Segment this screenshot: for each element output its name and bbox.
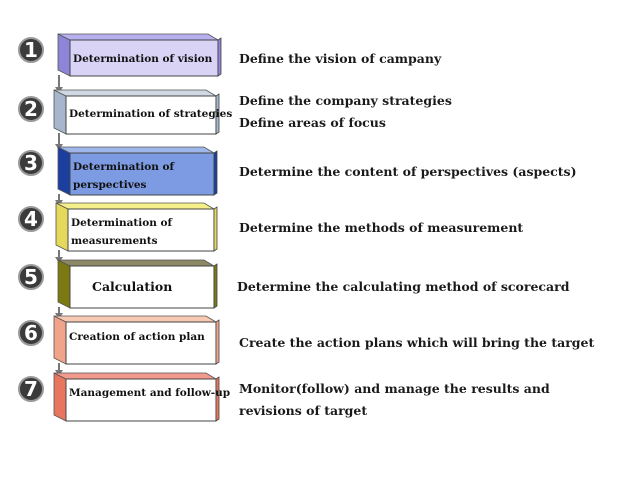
step-number-2: 2 (24, 97, 38, 121)
step-number-badge-7 (18, 376, 44, 402)
step-number-3: 3 (24, 151, 38, 175)
description-line: Create the action plans which will bring… (239, 335, 595, 350)
step-number-6: 6 (24, 321, 38, 345)
step-box-top-7 (53, 372, 218, 380)
step-label-5: Calculation (92, 279, 173, 294)
step-box-side-7 (53, 372, 67, 422)
step-number-badge-2 (18, 96, 44, 122)
step-number-1: 1 (24, 38, 38, 62)
step-description-3: Determine the content of perspectives (a… (239, 161, 634, 183)
step-box-side-2 (53, 89, 67, 135)
description-line: Monitor(follow) and manage the results a… (239, 381, 550, 418)
step-description-7: Monitor(follow) and manage the results a… (239, 378, 604, 422)
step-box-side-4 (55, 202, 69, 252)
step-number-7: 7 (24, 377, 38, 401)
step-description-4: Determine the methods of measurement (239, 217, 634, 239)
step-number-badge-1 (18, 37, 44, 63)
step-box-edge-2 (215, 93, 220, 135)
step-description-6: Create the action plans which will bring… (239, 332, 634, 354)
step-description-5: Determine the calculating method of scor… (237, 276, 632, 298)
step-label-7: Management and follow-up (69, 387, 231, 399)
step-box-edge-1 (217, 37, 222, 77)
step-box-top-1 (57, 33, 220, 41)
description-line: Determine the methods of measurement (239, 220, 524, 235)
description-line: Define areas of focus (239, 115, 386, 130)
step-box-top-2 (53, 89, 218, 97)
step-box-edge-3 (213, 150, 218, 196)
step-box-7 (65, 378, 217, 422)
description-line: Define the vision of campany (239, 51, 442, 66)
step-description-1: Define the vision of campany (239, 48, 634, 70)
step-box-side-3 (57, 146, 71, 196)
step-box-side-6 (53, 315, 67, 365)
step-box-top-3 (57, 146, 216, 154)
description-line: Determine the content of perspectives (a… (239, 164, 577, 179)
step-box-side-5 (57, 259, 71, 309)
step-label-1: Determination of vision (73, 53, 213, 65)
step-box-2 (65, 95, 217, 135)
step-number-badge-5 (18, 264, 44, 290)
step-number-5: 5 (24, 265, 38, 289)
step-box-1 (69, 39, 219, 77)
step-box-3 (69, 152, 215, 196)
step-number-badge-6 (18, 320, 44, 346)
description-line: Determine the calculating method of scor… (237, 279, 570, 294)
step-box-top-5 (57, 259, 216, 267)
step-box-edge-7 (215, 376, 220, 422)
step-box-4 (67, 208, 215, 252)
step-label-2: Determination of strategies (69, 108, 233, 120)
description-line: Define the company strategies (239, 93, 452, 108)
step-label-4: Determination of measurements (71, 217, 173, 247)
step-label-6: Creation of action plan (69, 331, 205, 343)
step-label-3: Determination of perspectives (73, 161, 175, 191)
step-box-top-4 (55, 202, 216, 210)
step-box-5 (69, 265, 215, 309)
step-box-edge-5 (213, 263, 218, 309)
step-box-edge-4 (213, 206, 218, 252)
step-box-top-6 (53, 315, 218, 323)
step-box-side-1 (57, 33, 71, 77)
step-box-edge-6 (215, 319, 220, 365)
step-number-badge-4 (18, 206, 44, 232)
step-number-badge-3 (18, 150, 44, 176)
step-number-4: 4 (24, 207, 38, 231)
